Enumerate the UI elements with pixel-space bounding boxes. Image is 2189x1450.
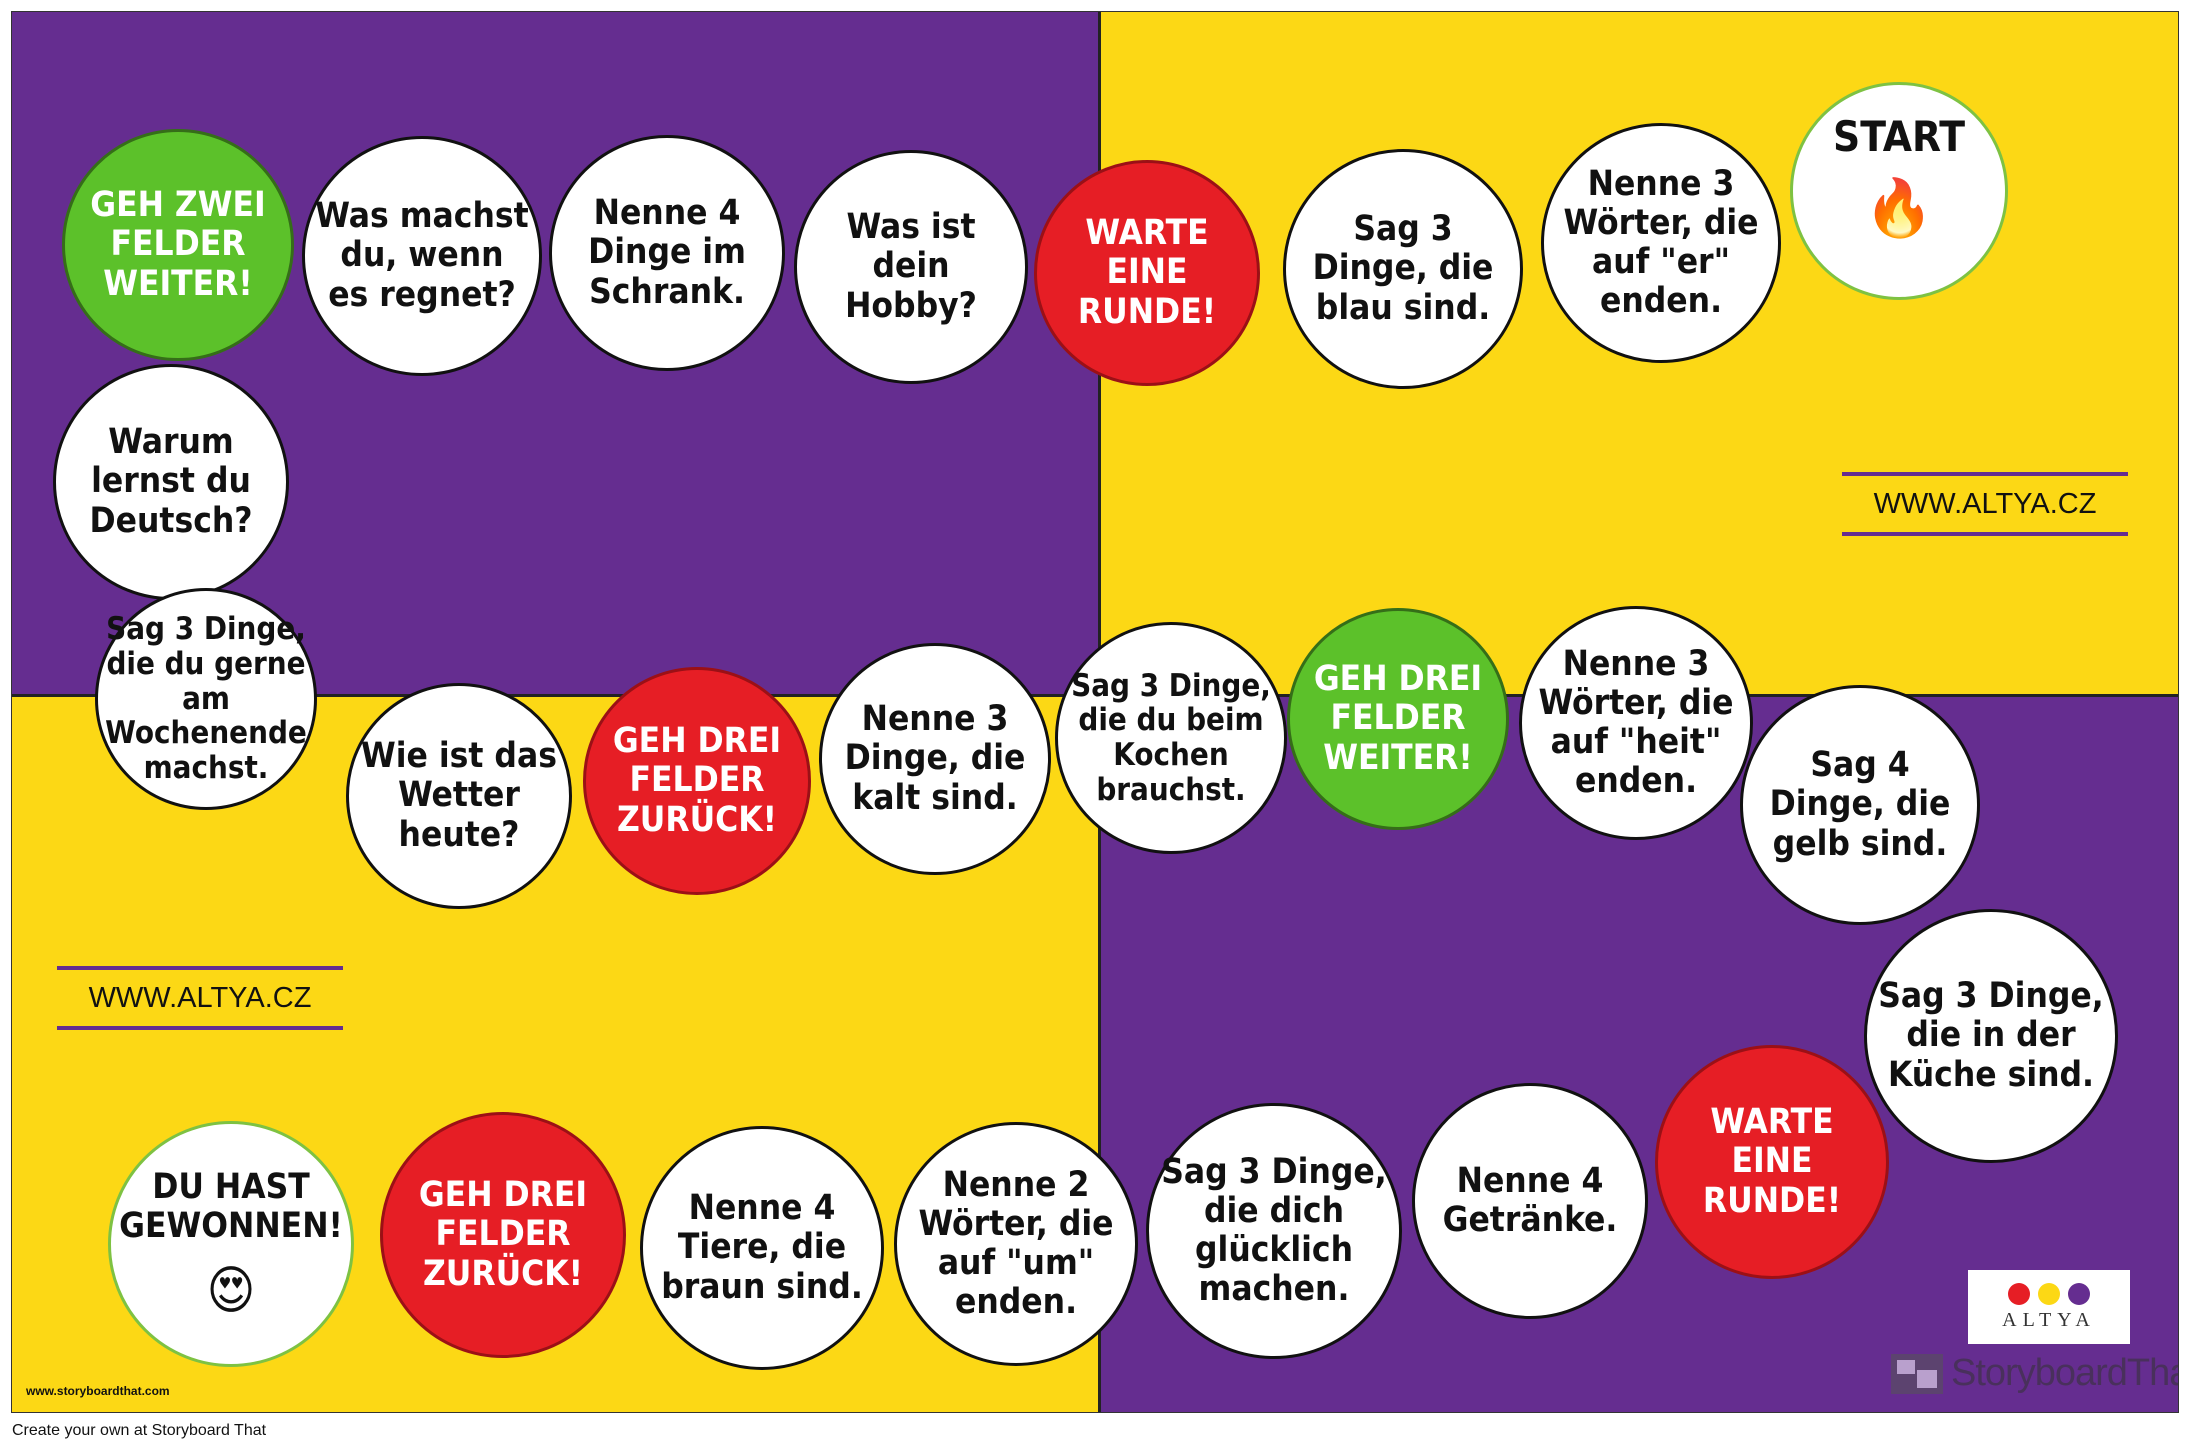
logo-globe-icon bbox=[2068, 1282, 2090, 1305]
altya-logo: ALTYA bbox=[1968, 1270, 2130, 1344]
space-20[interactable]: Sag 3 Dinge, die dich glücklich machen. bbox=[1146, 1103, 1402, 1359]
fire-icon: 🔥 bbox=[1864, 176, 1934, 242]
space-13[interactable]: Sag 3 Dinge, die du beim Kochen brauchst… bbox=[1055, 622, 1287, 854]
space-finish[interactable]: DU HAST GEWONNEN! 😍 bbox=[108, 1121, 354, 1367]
space-label: WARTE EINE RUNDE! bbox=[1077, 213, 1217, 332]
small-url[interactable]: www.storyboardthat.com bbox=[26, 1384, 170, 1398]
heart-eyes-emoji-icon: 😍 bbox=[206, 1261, 256, 1322]
space-16[interactable]: Sag 4 Dinge, die gelb sind. bbox=[1740, 685, 1980, 925]
space-3[interactable]: WARTE EINE RUNDE! bbox=[1034, 160, 1260, 386]
space-label: Sag 3 Dinge, die du beim Kochen brauchst… bbox=[1071, 667, 1271, 808]
space-6[interactable]: Was machst du, wenn es regnet? bbox=[302, 136, 542, 376]
space-label: Was machst du, wenn es regnet? bbox=[315, 196, 529, 315]
space-8[interactable]: Warum lernst du Deutsch? bbox=[53, 364, 289, 600]
space-start[interactable]: START 🔥 bbox=[1790, 82, 2008, 300]
site-label-top: WWW.ALTYA.CZ bbox=[1842, 472, 2128, 536]
space-14[interactable]: GEH DREI FELDER WEITER! bbox=[1287, 608, 1509, 830]
space-label: Sag 3 Dinge, die du gerne am Wochenende … bbox=[105, 611, 307, 787]
space-label: Sag 3 Dinge, die blau sind. bbox=[1312, 209, 1494, 328]
space-21[interactable]: Nenne 2 Wörter, die auf "um" enden. bbox=[894, 1122, 1138, 1366]
space-label: Nenne 4 Tiere, die braun sind. bbox=[661, 1188, 863, 1307]
space-2[interactable]: Sag 3 Dinge, die blau sind. bbox=[1283, 149, 1523, 389]
site-label-bottom: WWW.ALTYA.CZ bbox=[57, 966, 343, 1030]
space-label: Warum lernst du Deutsch? bbox=[89, 422, 253, 541]
space-label: Nenne 3 Wörter, die auf "er" enden. bbox=[1563, 163, 1759, 322]
space-label: Sag 3 Dinge, die in der Küche sind. bbox=[1878, 976, 2104, 1095]
space-15[interactable]: Nenne 3 Wörter, die auf "heit" enden. bbox=[1519, 606, 1753, 840]
watermark-text: StoryboardThat bbox=[1951, 1352, 2179, 1394]
space-label: WARTE EINE RUNDE! bbox=[1702, 1102, 1842, 1221]
logo-text: ALTYA bbox=[2002, 1308, 2096, 1331]
space-label: GEH DREI FELDER ZURÜCK! bbox=[418, 1175, 588, 1294]
space-label: Sag 3 Dinge, die dich glücklich machen. bbox=[1161, 1151, 1387, 1310]
space-19[interactable]: Nenne 4 Getränke. bbox=[1412, 1083, 1648, 1319]
logo-icons bbox=[2008, 1282, 2090, 1305]
space-4[interactable]: Was ist dein Hobby? bbox=[794, 150, 1028, 384]
footer-text[interactable]: Create your own at Storyboard That bbox=[12, 1422, 267, 1439]
space-5[interactable]: Nenne 4 Dinge im Schrank. bbox=[549, 135, 785, 371]
logo-heart-icon bbox=[2008, 1282, 2030, 1305]
space-label: Nenne 4 Dinge im Schrank. bbox=[588, 193, 746, 312]
space-12[interactable]: Nenne 3 Dinge, die kalt sind. bbox=[819, 643, 1051, 875]
space-label: Nenne 3 Dinge, die kalt sind. bbox=[844, 699, 1026, 818]
space-22[interactable]: Nenne 4 Tiere, die braun sind. bbox=[640, 1126, 884, 1370]
space-label: START bbox=[1833, 112, 1965, 161]
space-label: GEH DREI FELDER ZURÜCK! bbox=[612, 721, 782, 840]
space-7[interactable]: GEH ZWEI FELDER WEITER! bbox=[62, 129, 294, 361]
space-label: Wie ist das Wetter heute? bbox=[361, 736, 557, 855]
space-11[interactable]: GEH DREI FELDER ZURÜCK! bbox=[583, 667, 811, 895]
game-board: START 🔥 Nenne 3 Wörter, die auf "er" end… bbox=[11, 11, 2179, 1413]
storyboard-icon bbox=[1891, 1353, 1943, 1394]
space-9[interactable]: Sag 3 Dinge, die du gerne am Wochenende … bbox=[95, 588, 317, 810]
space-10[interactable]: Wie ist das Wetter heute? bbox=[346, 683, 572, 909]
space-label: GEH DREI FELDER WEITER! bbox=[1313, 659, 1483, 778]
storyboardthat-watermark: StoryboardThat bbox=[1891, 1352, 2179, 1395]
space-1[interactable]: Nenne 3 Wörter, die auf "er" enden. bbox=[1541, 123, 1781, 363]
space-17[interactable]: Sag 3 Dinge, die in der Küche sind. bbox=[1864, 909, 2118, 1163]
space-label: Nenne 2 Wörter, die auf "um" enden. bbox=[918, 1164, 1114, 1323]
space-23[interactable]: GEH DREI FELDER ZURÜCK! bbox=[380, 1112, 626, 1358]
space-label: DU HAST GEWONNEN! bbox=[119, 1166, 343, 1246]
logo-bulb-icon bbox=[2038, 1282, 2060, 1305]
space-label: Sag 4 Dinge, die gelb sind. bbox=[1769, 745, 1951, 864]
space-label: Nenne 4 Getränke. bbox=[1442, 1160, 1618, 1240]
space-18[interactable]: WARTE EINE RUNDE! bbox=[1655, 1045, 1889, 1279]
space-label: Was ist dein Hobby? bbox=[845, 207, 977, 326]
space-label: GEH ZWEI FELDER WEITER! bbox=[90, 185, 266, 304]
space-label: Nenne 3 Wörter, die auf "heit" enden. bbox=[1538, 643, 1734, 802]
